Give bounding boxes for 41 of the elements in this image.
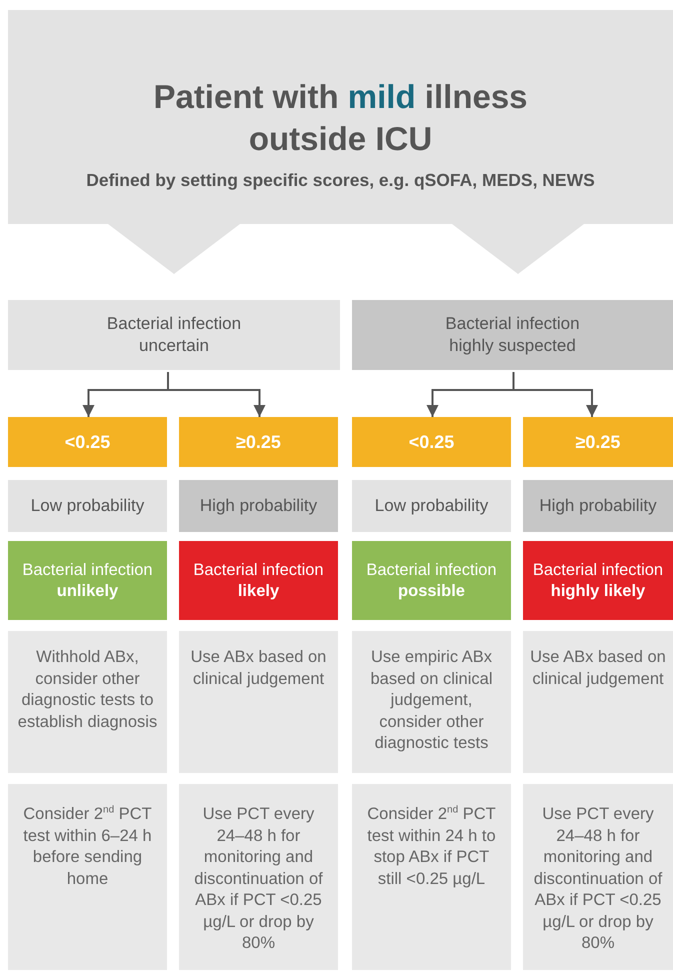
action-text: Use empiric ABx based on clinical judgement, consider other diagnostic tests xyxy=(370,647,494,754)
action-text: Use ABx based on clinical judgement xyxy=(190,647,328,690)
monitoring-text: Use PCT every 24–48 h for monitoring and discontinuation of ABx if PCT <0.25 µg/L or drop by 80% xyxy=(193,804,324,954)
threshold-box xyxy=(179,417,338,467)
arrow xyxy=(167,372,266,417)
result-label: Bacterial infection likely xyxy=(192,560,325,602)
result-label: Bacterial infection possible xyxy=(365,560,498,602)
probability-box xyxy=(352,480,511,532)
category-label: Bacterial infection uncertain xyxy=(106,313,242,357)
result-box xyxy=(8,541,167,620)
threshold-value: ≥0.25 xyxy=(576,432,620,452)
result-box xyxy=(352,541,511,620)
probability-box xyxy=(179,480,338,532)
monitoring-text: Consider 2$^{nd}$ PCT test within 6–24 h before sending home xyxy=(22,804,153,890)
result-box xyxy=(179,541,338,620)
category-box xyxy=(352,300,673,370)
probability-label: Low probability xyxy=(30,496,144,516)
result-label: Bacterial infection unlikely xyxy=(21,560,154,602)
heading: Patient with mild illness outside ICU xyxy=(152,77,529,159)
threshold-value: <0.25 xyxy=(64,432,110,452)
probability-box xyxy=(523,480,673,532)
probability-box xyxy=(8,480,167,532)
result-label: Bacterial infection highly likely xyxy=(532,560,664,602)
threshold-value: <0.25 xyxy=(408,432,454,452)
subtitle: Defined by setting specific scores, e.g. qSOFA, MEDS, NEWS xyxy=(86,170,595,191)
threshold-box xyxy=(352,417,511,467)
threshold-value: ≥0.25 xyxy=(236,432,281,452)
action-text: Withhold ABx, consider other diagnostic tests to establish diagnosis xyxy=(16,647,158,732)
callout-panel xyxy=(8,10,673,274)
threshold-box xyxy=(523,417,673,467)
arrow xyxy=(512,372,598,417)
probability-label: Low probability xyxy=(374,496,488,516)
action-text: Use ABx based on clinical judgement xyxy=(529,647,667,690)
category-label: Bacterial infection highly suspected xyxy=(444,313,581,357)
probability-label: High probability xyxy=(539,496,657,516)
category-box xyxy=(8,300,340,370)
probability-label: High probability xyxy=(200,496,318,516)
monitoring-text: Use PCT every 24–48 h for monitoring and discontinuation of ABx if PCT <0.25 µg/L or drop by 80% xyxy=(532,804,664,954)
result-box xyxy=(523,541,673,620)
monitoring-text: Consider 2$^{nd}$ PCT test within 24 h to stop ABx if PCT still <0.25 µg/L xyxy=(366,804,497,890)
threshold-box xyxy=(8,417,167,467)
